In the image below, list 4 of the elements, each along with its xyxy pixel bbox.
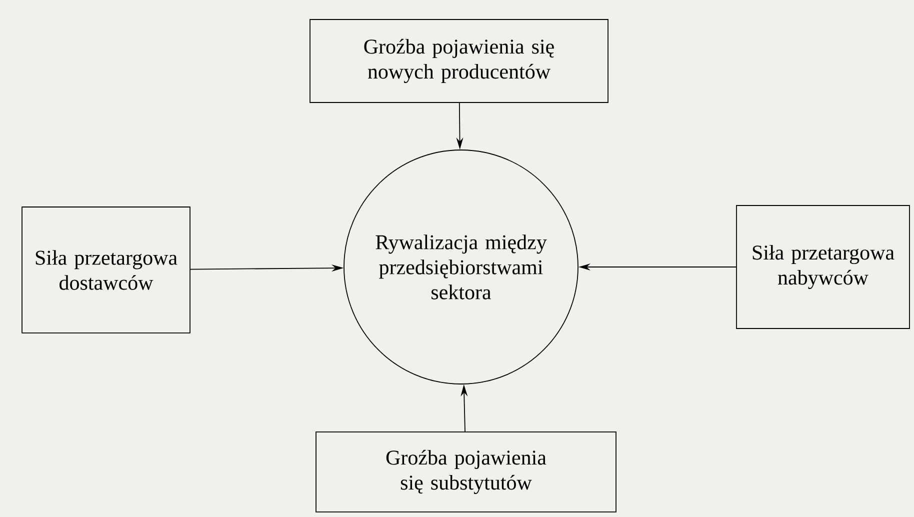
process-box: Siła przetargowa dostawców bbox=[22, 206, 190, 334]
process-box: Groźba pojawienia się nowych producentów bbox=[310, 19, 608, 103]
process-box: Siła przetargowa nabywców bbox=[736, 205, 910, 329]
process-box: Groźba pojawienia się substytutów bbox=[316, 432, 616, 512]
